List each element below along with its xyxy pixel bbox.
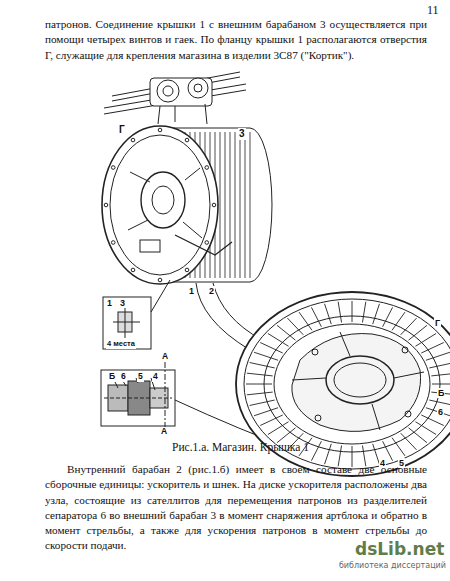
stroke: [352, 301, 353, 322]
callout-label: 4: [152, 372, 159, 382]
callout-label: А: [161, 352, 169, 362]
stroke: [401, 318, 417, 335]
stroke: [254, 408, 278, 416]
stroke: [409, 428, 427, 443]
stroke: [432, 384, 450, 385]
stroke: [250, 400, 275, 405]
callout-label: 6: [437, 407, 444, 417]
bolt-hole: [185, 268, 189, 272]
stroke: [287, 318, 303, 335]
stroke: [429, 363, 450, 368]
mount-mechanism: [104, 72, 246, 124]
stroke: [277, 325, 295, 340]
bolt-hole: [212, 203, 216, 207]
bolt-hole: [104, 203, 108, 207]
callout-label: 2: [208, 286, 215, 296]
bolt-hole: [111, 166, 115, 170]
stroke: [250, 132, 251, 278]
stroke: [268, 422, 289, 435]
bolt-hole: [205, 166, 209, 170]
stroke: [373, 304, 380, 324]
callout-label: 5: [137, 372, 144, 382]
stroke: [415, 333, 436, 346]
callout-label: 3: [119, 298, 126, 308]
stroke: [409, 325, 427, 340]
stroke: [245, 132, 246, 278]
stroke: [415, 422, 436, 435]
stroke: [260, 415, 283, 426]
stroke: [311, 441, 321, 460]
stroke: [426, 352, 450, 360]
callout-label: Б: [437, 388, 445, 398]
stroke: [268, 333, 289, 346]
stroke: [325, 304, 332, 324]
bolt-hole: [205, 241, 209, 245]
callout-label: Б: [108, 372, 116, 382]
bolt-hole: [185, 138, 189, 142]
bolt-hole: [158, 278, 162, 282]
stroke: [230, 132, 231, 278]
stroke: [299, 312, 312, 330]
figure-caption: Рис.1.а. Магазин. Крышка 1: [172, 441, 309, 454]
bolt-hole: [131, 138, 135, 142]
stroke: [392, 438, 405, 456]
callout-label: А: [160, 427, 168, 437]
stroke: [431, 373, 450, 376]
stroke: [277, 428, 295, 443]
body-paragraph: патронов. Соединение крышки 1 с внешним …: [45, 17, 427, 63]
stroke: [250, 363, 275, 368]
magazine-drum: [102, 126, 272, 284]
stroke: [260, 343, 283, 354]
callout-label: 6: [120, 372, 127, 382]
stroke: [235, 132, 236, 278]
stroke: [225, 132, 226, 278]
detail-fastener: [103, 280, 170, 349]
stroke: [392, 312, 405, 330]
callout-label: 4 места: [106, 340, 136, 349]
stroke: [325, 444, 332, 464]
stroke: [338, 302, 341, 323]
stroke: [421, 343, 444, 354]
stroke: [220, 132, 221, 278]
stroke: [247, 373, 273, 376]
stroke: [362, 302, 365, 323]
watermark: библиотека диссертаций: [339, 561, 446, 570]
callout-label: Г: [434, 318, 441, 328]
page-number: 11: [427, 4, 439, 18]
stroke: [429, 400, 450, 405]
callout-label: 1: [188, 286, 195, 296]
watermark: dsLib.net: [355, 540, 444, 560]
callout-label: Г: [118, 124, 126, 136]
bolt-hole: [131, 268, 135, 272]
callout-label: 1: [106, 298, 113, 308]
callout-label: 3: [238, 128, 246, 140]
stroke: [401, 433, 417, 450]
bolt-hole: [158, 128, 162, 132]
stroke: [240, 132, 241, 278]
stroke: [254, 352, 278, 360]
stroke: [383, 307, 393, 326]
stroke: [246, 384, 272, 385]
bolt-hole: [111, 241, 115, 245]
stroke: [311, 307, 321, 326]
stroke: [247, 392, 273, 395]
